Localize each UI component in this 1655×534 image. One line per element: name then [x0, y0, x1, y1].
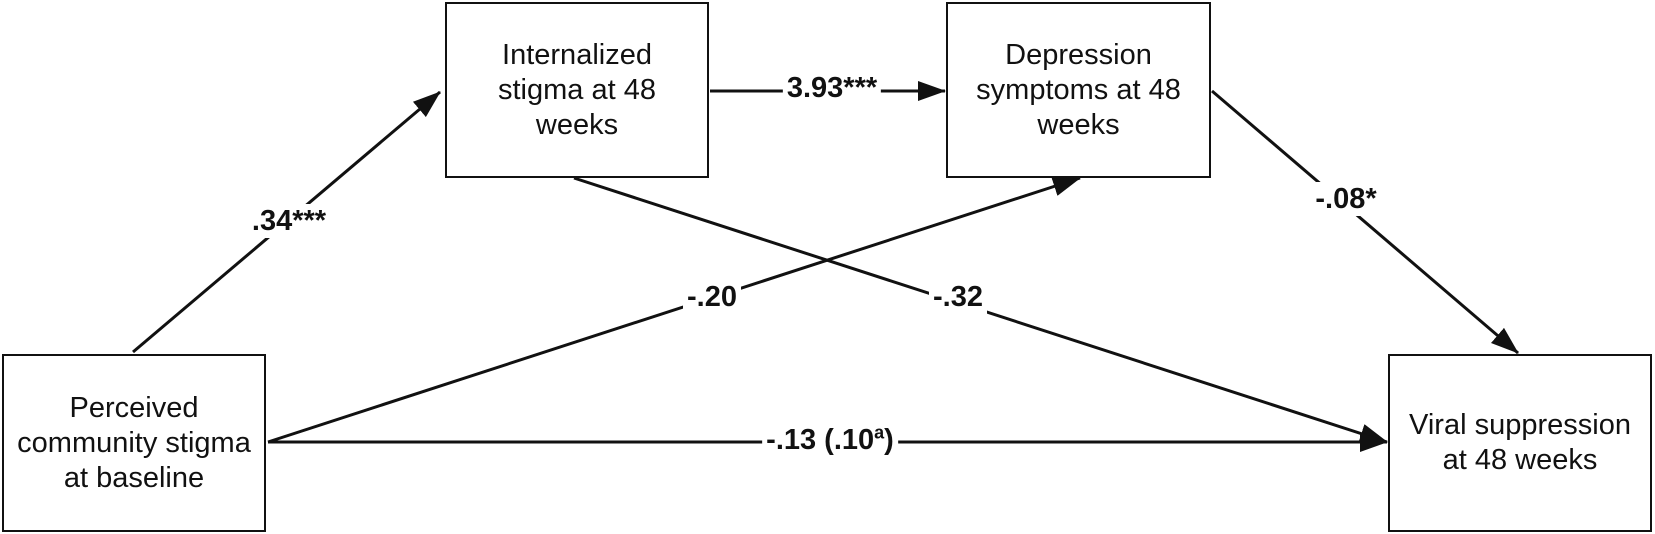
- coef-perceived-to-viral-main: -.13 (.10: [766, 424, 875, 456]
- node-viral-suppression-label: Viral suppression at 48 weeks: [1409, 409, 1631, 476]
- coef-internalized-to-depression: 3.93***: [782, 71, 882, 105]
- node-viral-suppression: Viral suppression at 48 weeks: [1388, 354, 1652, 532]
- node-internalized-stigma: Internalized stigma at 48 weeks: [445, 2, 709, 178]
- coef-internalized-to-viral: -.32: [929, 280, 987, 314]
- node-perceived-community-stigma-label: Perceived community stigma at baseline: [17, 391, 251, 494]
- coef-perceived-to-viral: -.13 (.10a): [762, 423, 898, 457]
- node-internalized-stigma-label: Internalized stigma at 48 weeks: [498, 38, 656, 141]
- coef-perceived-to-depression: -.20: [683, 280, 741, 314]
- node-depression-symptoms-label: Depression symptoms at 48 weeks: [976, 38, 1181, 141]
- coef-perceived-to-internalized: .34***: [247, 204, 331, 238]
- node-depression-symptoms: Depression symptoms at 48 weeks: [946, 2, 1211, 178]
- arrow-perceived-to-depression: [267, 176, 1081, 444]
- arrow-depression-to-viral: [1211, 89, 1519, 355]
- coef-depression-to-viral: -.08*: [1311, 182, 1381, 216]
- coef-perceived-to-viral-superscript: a: [874, 422, 885, 443]
- node-perceived-community-stigma: Perceived community stigma at baseline: [2, 354, 266, 532]
- coef-perceived-to-viral-close: ): [884, 424, 894, 456]
